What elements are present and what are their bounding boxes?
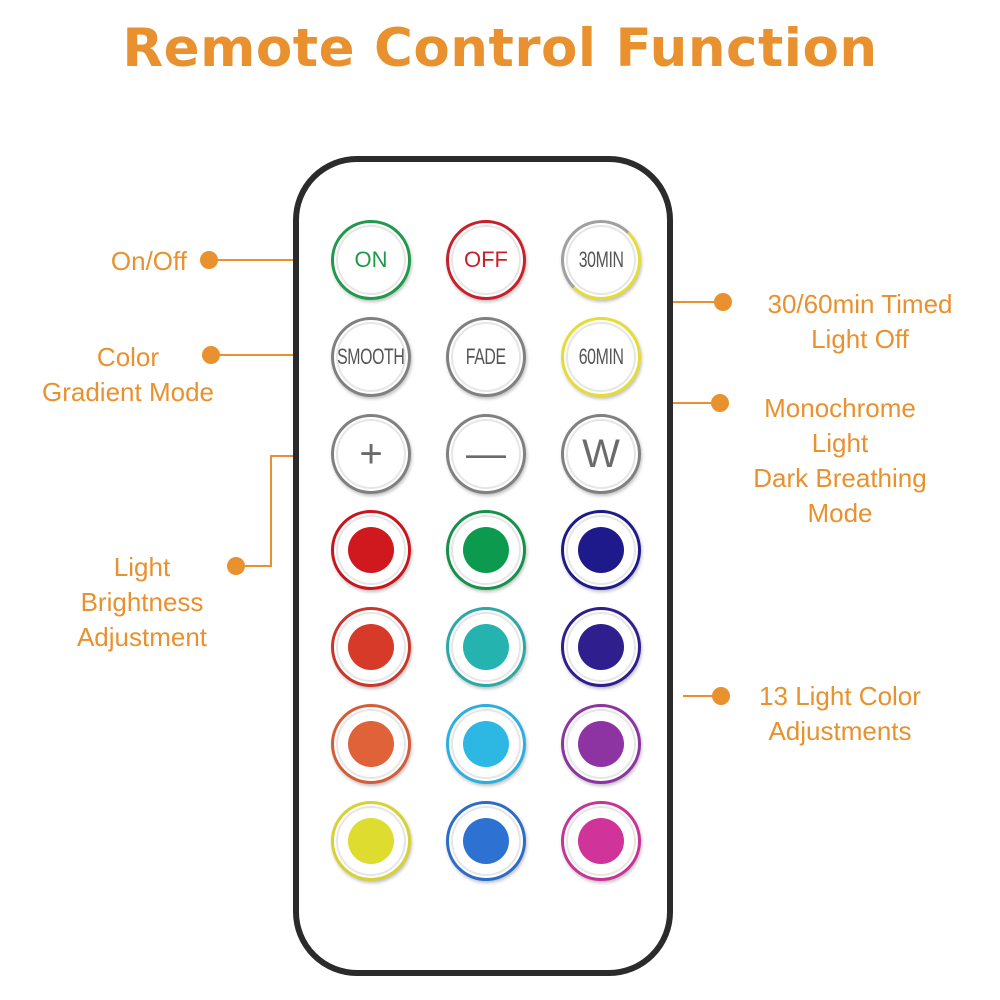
w-button-label: W: [582, 432, 620, 476]
color-swatch-3: [578, 527, 624, 573]
plus-button-label: +: [359, 432, 383, 476]
callout-monochrome-line-4: Mode: [807, 498, 873, 528]
color-swatch-4: [348, 624, 394, 670]
fade-button-label: FADE: [466, 344, 506, 369]
plus-button[interactable]: +: [331, 414, 411, 494]
callout-brightness-line-1: Light: [113, 552, 171, 582]
callout-color-adjust-line-1: 13 Light Color: [759, 681, 921, 711]
callout-on-off: On/Off: [60, 244, 187, 279]
color-button-5[interactable]: [446, 607, 526, 687]
30min-button[interactable]: 30MIN: [561, 220, 641, 300]
w-button[interactable]: W: [561, 414, 641, 494]
callout-monochrome: Monochrome Light Dark Breathing Mode: [730, 391, 950, 531]
leader-dot-timed-off: [714, 293, 732, 311]
callout-timed-off-line-2: Light Off: [811, 324, 909, 354]
callout-color-adjust-line-2: Adjustments: [768, 716, 912, 746]
color-button-11[interactable]: [446, 801, 526, 881]
color-swatch-6: [578, 624, 624, 670]
on-button[interactable]: ON: [331, 220, 411, 300]
color-button-6[interactable]: [561, 607, 641, 687]
60min-button[interactable]: 60MIN: [561, 317, 641, 397]
color-button-1[interactable]: [331, 510, 411, 590]
callout-brightness: Light Brightness Adjustment: [52, 550, 232, 655]
color-swatch-2: [463, 527, 509, 573]
callout-color-gradient-line-2: Gradient Mode: [42, 377, 214, 407]
callout-color-gradient-line-1: Color: [96, 342, 160, 372]
smooth-button[interactable]: SMOOTH: [331, 317, 411, 397]
leader-dot-color-gradient: [202, 346, 220, 364]
color-swatch-12: [578, 818, 624, 864]
callout-color-adjust: 13 Light Color Adjustments: [730, 679, 950, 749]
callout-monochrome-line-3: Dark Breathing: [753, 463, 927, 493]
callout-monochrome-line-2: Light: [811, 428, 869, 458]
color-swatch-1: [348, 527, 394, 573]
callout-monochrome-line-1: Monochrome: [764, 393, 916, 423]
callout-color-gradient: Color Gradient Mode: [18, 340, 238, 410]
off-button-label: OFF: [464, 247, 508, 272]
color-swatch-11: [463, 818, 509, 864]
color-button-12[interactable]: [561, 801, 641, 881]
color-swatch-8: [463, 721, 509, 767]
leader-dot-on-off: [200, 251, 218, 269]
leader-dot-brightness: [227, 557, 245, 575]
color-button-7[interactable]: [331, 704, 411, 784]
60min-button-label: 60MIN: [578, 344, 624, 369]
color-button-4[interactable]: [331, 607, 411, 687]
color-swatch-10: [348, 818, 394, 864]
30min-button-label: 30MIN: [578, 247, 624, 272]
callout-brightness-line-3: Adjustment: [76, 622, 208, 652]
leader-dot-monochrome: [711, 394, 729, 412]
on-button-label: ON: [354, 247, 388, 272]
color-swatch-9: [578, 721, 624, 767]
callout-timed-off-line-1: 30/60min Timed: [767, 289, 953, 319]
callout-brightness-line-2: Brightness: [80, 587, 204, 617]
minus-button[interactable]: —: [446, 414, 526, 494]
color-button-3[interactable]: [561, 510, 641, 590]
color-button-9[interactable]: [561, 704, 641, 784]
off-button[interactable]: OFF: [446, 220, 526, 300]
callout-timed-off: 30/60min Timed Light Off: [740, 287, 980, 357]
color-button-10[interactable]: [331, 801, 411, 881]
color-swatch-7: [348, 721, 394, 767]
color-swatch-5: [463, 624, 509, 670]
smooth-button-label: SMOOTH: [337, 344, 405, 369]
minus-button-label: —: [466, 432, 506, 476]
fade-button[interactable]: FADE: [446, 317, 526, 397]
callout-on-off-line-1: On/Off: [110, 246, 187, 276]
page-title: Remote Control Function: [122, 18, 878, 79]
leader-dot-color-adjust: [712, 687, 730, 705]
color-button-8[interactable]: [446, 704, 526, 784]
color-button-2[interactable]: [446, 510, 526, 590]
